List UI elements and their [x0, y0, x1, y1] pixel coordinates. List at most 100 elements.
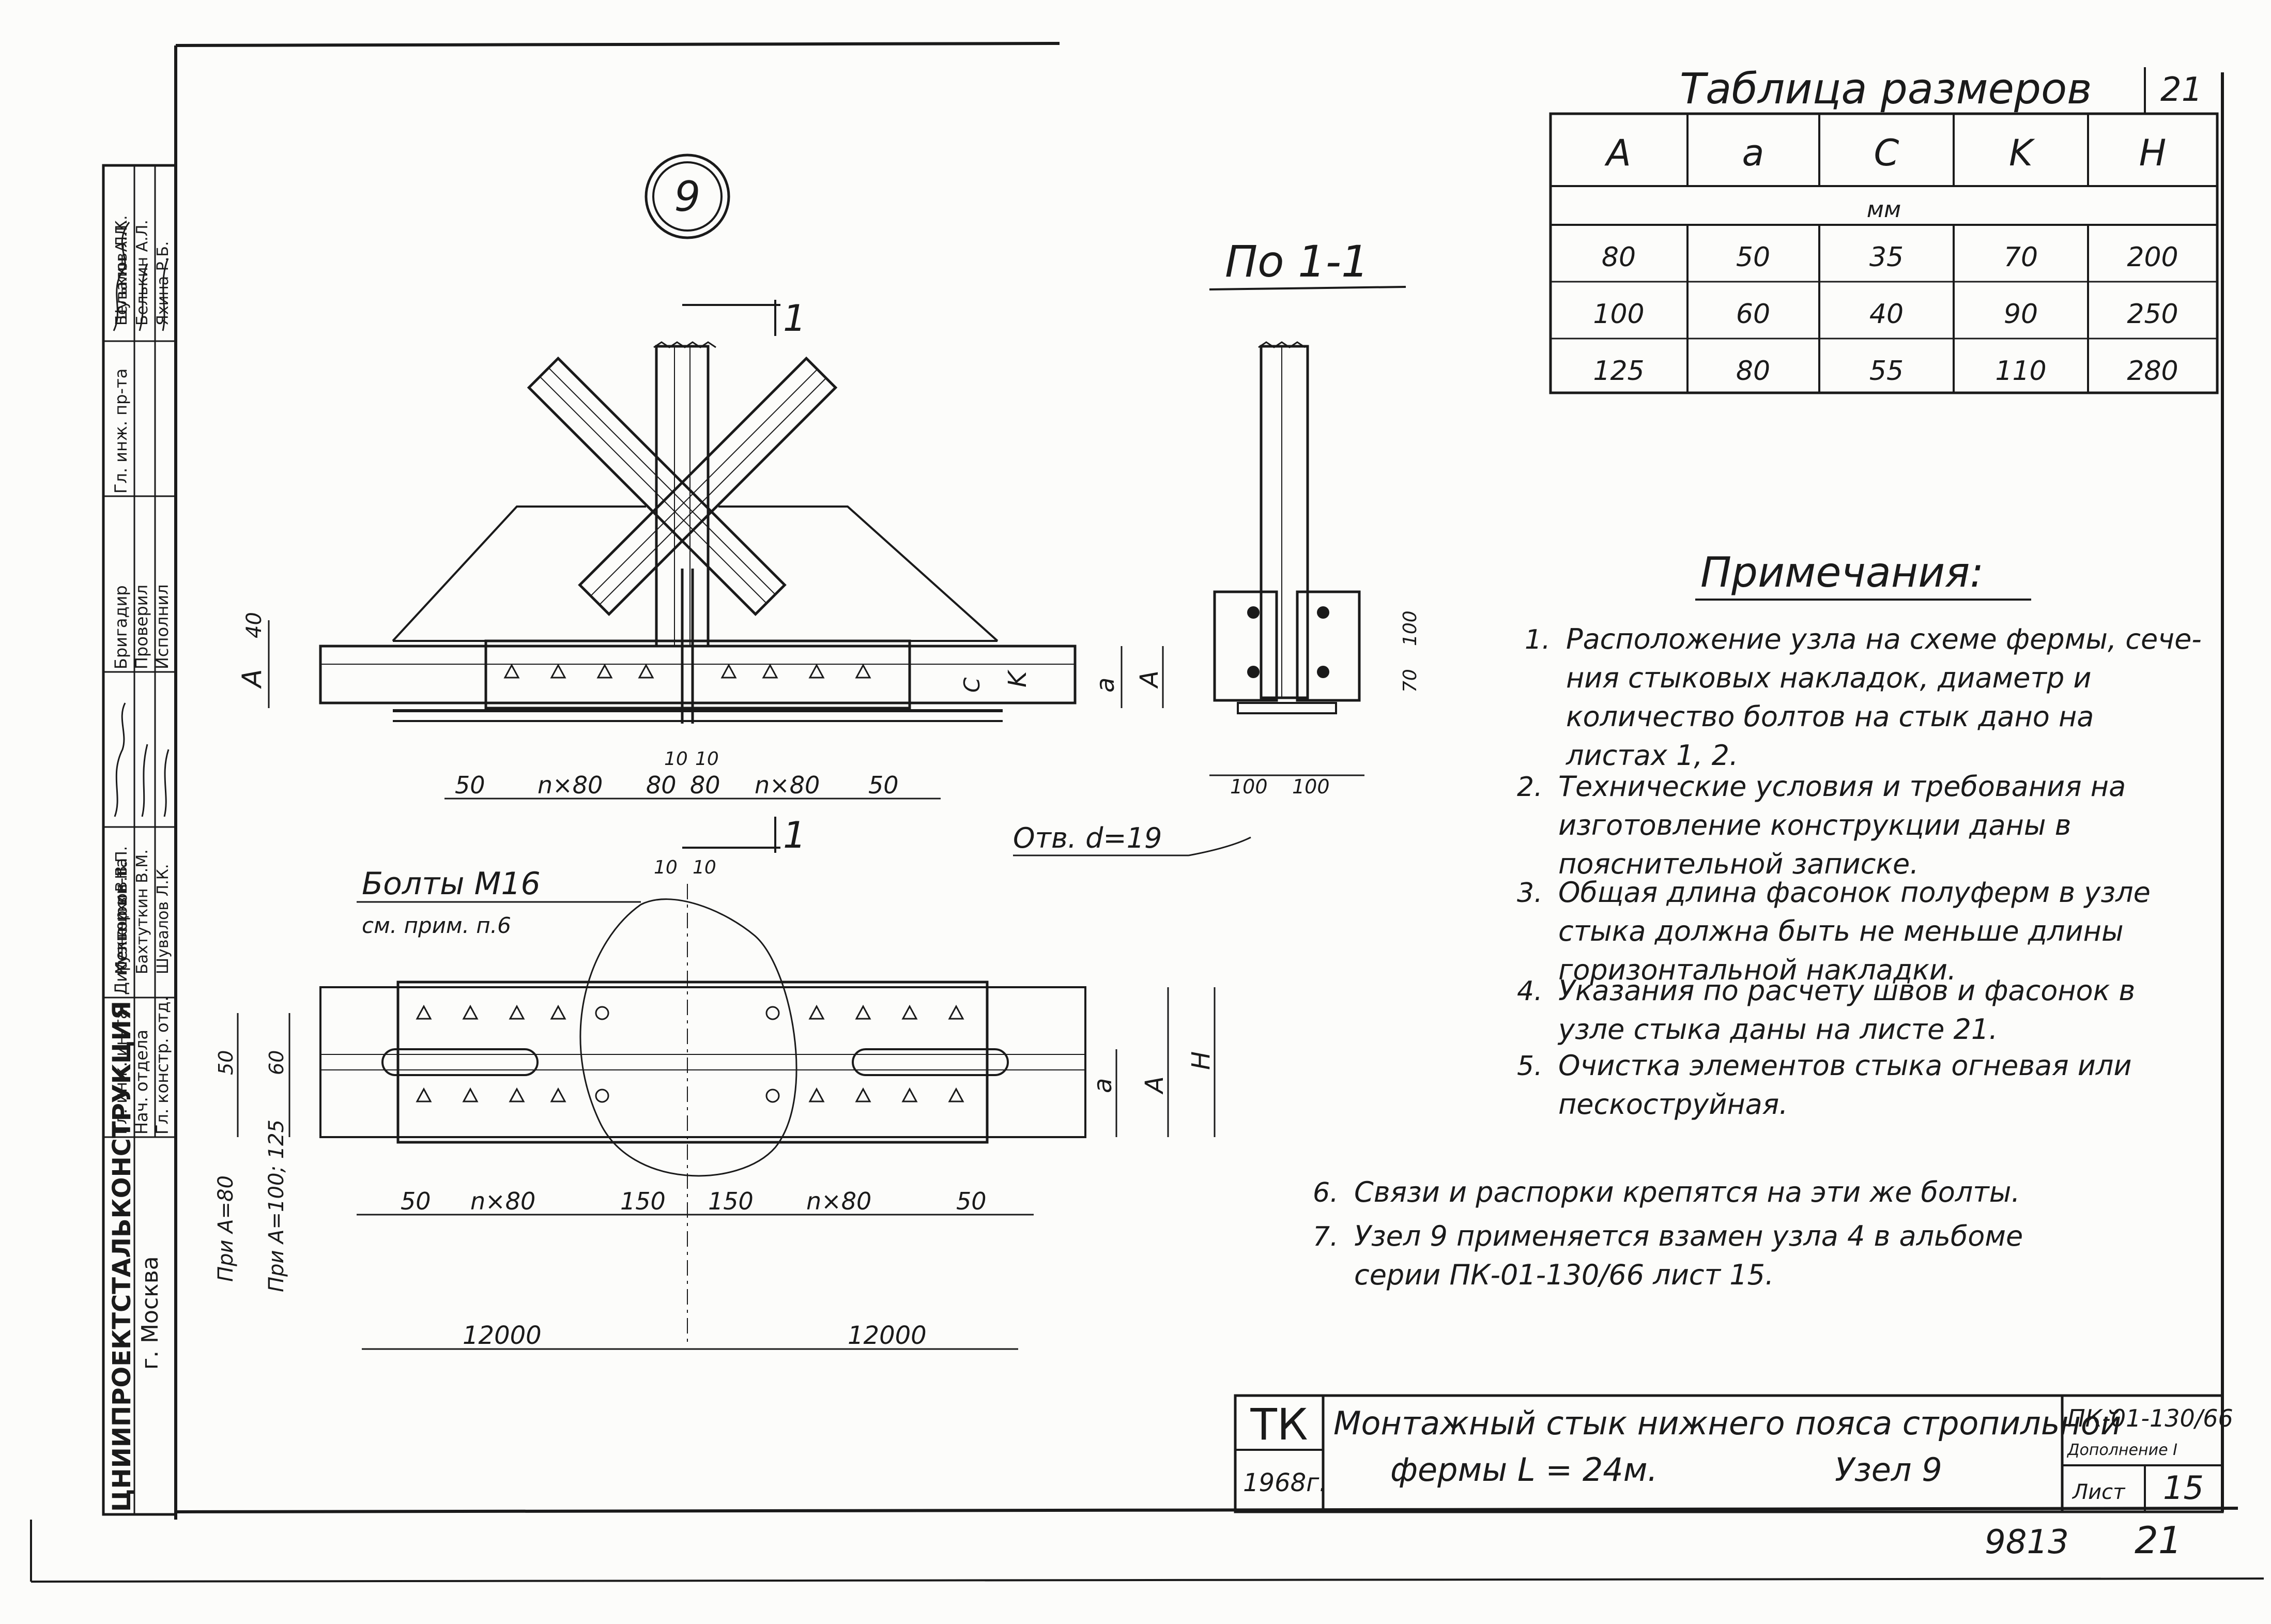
note-line: изготовление конструкции даны в — [1558, 809, 2071, 841]
front-top-10-left: 10 — [664, 748, 688, 770]
note-item: 1.Расположение узла на схеме фермы, сече… — [1525, 623, 2202, 772]
tb-year: 1968г. — [1243, 1468, 1327, 1497]
plan-note-A80: При A=80 — [214, 1175, 238, 1282]
note-number: 5. — [1517, 1051, 1543, 1082]
plan-bottom-dim: n×80 — [806, 1187, 871, 1215]
front-dim-K: K — [1003, 669, 1032, 687]
stamp-role: Бригадир — [111, 585, 131, 669]
hole-label: Отв. d=19 — [1013, 822, 1162, 854]
note-number: 7. — [1313, 1221, 1339, 1252]
table-header: A — [1604, 132, 1631, 174]
bolt-mark — [416, 1004, 432, 1020]
note-line: ния стыковых накладок, диаметр и — [1566, 662, 2091, 694]
note-line: Очистка элементов стыка огневая или — [1558, 1049, 2132, 1082]
bolt-mark — [808, 1087, 825, 1102]
table-cell: 250 — [2127, 299, 2178, 330]
stamp-name: Бахтуткин В.М. — [133, 849, 151, 974]
tb-title-1: Монтажный стык нижнего пояса стропильной — [1333, 1404, 2121, 1442]
plan-dim-60: 60 — [265, 1050, 288, 1075]
bolt-mark — [901, 1004, 918, 1020]
table-cell: 60 — [1736, 299, 1770, 330]
table-cell: 280 — [2127, 356, 2178, 387]
tb-title-2: фермы L = 24м. — [1390, 1451, 1658, 1489]
bolt-mark — [509, 1087, 525, 1102]
bolt-mark — [855, 663, 871, 679]
note-item: 6.Связи и распорки крепятся на эти же бо… — [1313, 1176, 2020, 1208]
section-dim-100-left: 100 — [1230, 775, 1268, 798]
table-cell: 35 — [1869, 242, 1904, 273]
stamp-name: Шувалов Л.К. — [113, 215, 131, 326]
note-number: 6. — [1313, 1177, 1339, 1208]
footer-page: 21 — [2135, 1519, 2182, 1562]
plan-top-10-left: 10 — [654, 857, 678, 878]
front-bottom-dim: 50 — [455, 771, 485, 799]
note-line: листах 1, 2. — [1566, 739, 1738, 772]
bolt-mark — [503, 663, 520, 679]
notes-block: Примечания: 1.Расположение узла на схеме… — [1313, 548, 2202, 1291]
plan-bottom-dim: n×80 — [470, 1187, 535, 1215]
note-number: 4. — [1517, 976, 1543, 1007]
note-line: стыка должна быть не меньше длины — [1558, 915, 2124, 947]
footer-code: 9813 — [1985, 1523, 2069, 1561]
plan-bottom-dim: 150 — [708, 1187, 754, 1215]
notes-title: Примечания: — [1700, 548, 1984, 596]
front-bottom-dim: 80 — [690, 771, 720, 799]
stamp-role: Проверил — [132, 585, 151, 669]
table-cell: 80 — [1602, 242, 1636, 273]
bolt-mark — [901, 1087, 918, 1102]
bolt-mark — [808, 1004, 825, 1020]
tb-node: Узел 9 — [1835, 1451, 1942, 1489]
tb-sheet-no: 15 — [2163, 1469, 2204, 1507]
table-cell: 40 — [1869, 299, 1904, 330]
stamp-role: Исполнил — [152, 584, 172, 669]
plan-bottom-dim: 50 — [401, 1187, 431, 1215]
span-dim-right: 12000 — [848, 1321, 927, 1350]
bolt-mark — [855, 1004, 871, 1020]
bolt-hole-mark — [765, 1089, 780, 1103]
bolt-mark — [855, 1087, 871, 1102]
note-item: 4.Указания по расчету швов и фасонок вуз… — [1517, 974, 2135, 1046]
bolt-mark — [550, 663, 566, 679]
bolt-hole-mark — [765, 1006, 780, 1020]
cut-mark-bottom: 1 — [783, 814, 806, 856]
note-number: 3. — [1517, 878, 1543, 909]
tb-sheet-label: Лист — [2071, 1480, 2126, 1504]
note-item: 3. Общая длина фасонок полуферм в узле сты… — [1517, 876, 2151, 986]
note-line: Общая длина фасонок полуферм в узле — [1558, 876, 2151, 909]
front-bottom-dim: n×80 — [538, 771, 603, 799]
plan-dim-A: A — [1140, 1076, 1169, 1095]
stamp-role: Гл. констр. отд. — [152, 996, 172, 1135]
note-line: Узел 9 применяется взамен узла 4 в альбо… — [1354, 1220, 2023, 1252]
table-unit: мм — [1867, 196, 1901, 223]
note-item: 7. Узел 9 применяется взамен узла 4 в аль… — [1313, 1220, 2023, 1291]
stamp-name: Мельников Н.П. — [113, 846, 131, 974]
table-header: K — [2009, 132, 2035, 174]
stamp-role: Гл. инж. ин-та — [111, 1009, 131, 1135]
front-dim-A: A — [237, 669, 268, 689]
note-line: пескоструйная. — [1558, 1088, 1788, 1121]
plan-dim-50: 50 — [214, 1050, 237, 1075]
note-line: количество болтов на стык дано на — [1566, 700, 2094, 733]
section-dim-70: 70 — [1400, 669, 1421, 693]
tb-mark: ТК — [1250, 1399, 1308, 1450]
note-line: Технические условия и требования на — [1558, 770, 2126, 803]
front-dim-40: 40 — [242, 612, 266, 638]
bolt-mark — [808, 663, 825, 679]
stamp-role: Нач. отдела — [132, 1030, 151, 1135]
note-line: серии ПК-01-130/66 лист 15. — [1354, 1259, 1774, 1291]
table-cell: 100 — [1593, 299, 1644, 330]
front-dim-C: C — [959, 677, 985, 693]
node-number: 9 — [674, 173, 701, 221]
plan-view: Болты М16 см. прим. п.6 10 10 50 60 При … — [214, 857, 1216, 1350]
note-item: 2.Технические условия и требования наизг… — [1517, 770, 2126, 880]
bolt-mark — [596, 663, 613, 679]
bolt-mark — [462, 1004, 479, 1020]
table-cell: 110 — [1995, 356, 2046, 387]
plan-top-10-right: 10 — [693, 857, 716, 878]
bolt-mark — [762, 663, 778, 679]
stamp-city: г. Москва — [137, 1256, 163, 1370]
table-cell: 80 — [1736, 356, 1770, 387]
